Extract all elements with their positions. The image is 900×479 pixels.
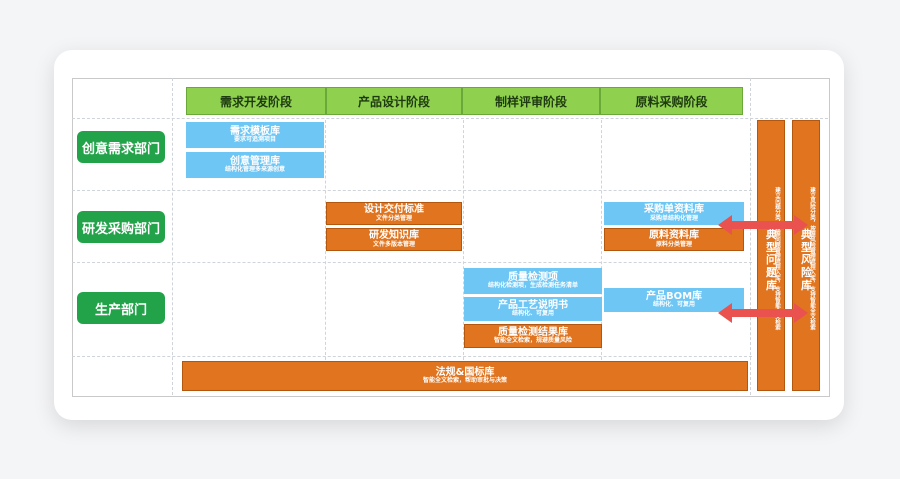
box-rd-knowledge: 研发知识库 文件多版本管理 — [326, 228, 462, 251]
double-arrow-icon — [718, 303, 808, 323]
box-subtitle: 采购单结构化管理 — [649, 214, 698, 222]
box-regulations: 法规&国标库 智能全文检索，帮助审批与决策 — [182, 361, 748, 391]
box-requirement-template: 需求模板库 要求可追溯项目 — [186, 122, 324, 148]
grid-line — [72, 118, 828, 119]
grid-line — [750, 78, 751, 395]
box-subtitle: 结构化检测项，生成检测任务清单 — [487, 282, 578, 290]
grid-line — [172, 78, 173, 395]
box-design-standard: 设计交付标准 文件分类管理 — [326, 202, 462, 225]
grid-line — [463, 120, 464, 360]
box-subtitle: 智能全文检索，帮助审批与决策 — [422, 377, 507, 385]
grid-line — [325, 120, 326, 360]
column-note: 建立风险分类，按照风险管理流程入库，支持智能全文检索 — [809, 187, 816, 330]
box-subtitle: 结构化、可复用 — [511, 310, 554, 318]
box-title: 创意管理库 — [230, 155, 280, 167]
column-title: 典型问题库 — [766, 228, 777, 292]
box-title: 设计交付标准 — [364, 204, 424, 216]
box-subtitle: 原料分类管理 — [655, 240, 692, 248]
box-subtitle: 结构化管理多来源创意 — [224, 166, 285, 174]
dept-production: 生产部门 — [77, 292, 165, 324]
box-material: 原料资料库 原料分类管理 — [604, 228, 744, 251]
grid-line — [72, 190, 752, 191]
box-product-bom: 产品BOM库 结构化、可复用 — [604, 288, 744, 312]
grid-line — [601, 120, 602, 360]
stage-header-material-purchase: 原料采购阶段 — [600, 87, 743, 115]
box-title: 产品BOM库 — [645, 290, 703, 302]
box-subtitle: 文件分类管理 — [375, 214, 412, 222]
box-quality-items: 质量检测项 结构化检测项，生成检测任务清单 — [464, 268, 602, 294]
stage-header-requirement: 需求开发阶段 — [186, 87, 326, 115]
double-arrow-icon — [718, 215, 808, 235]
box-subtitle: 智能全文检索，规避质量风险 — [493, 337, 572, 345]
grid-line — [72, 262, 752, 263]
box-subtitle: 要求可追溯项目 — [233, 136, 276, 144]
box-process-manual: 产品工艺说明书 结构化、可复用 — [464, 297, 602, 321]
box-subtitle: 文件多版本管理 — [372, 240, 415, 248]
box-title: 法规&国标库 — [435, 366, 495, 378]
box-quality-results: 质量检测结果库 智能全文检索，规避质量风险 — [464, 324, 602, 348]
box-title: 采购单资料库 — [644, 204, 704, 216]
dept-rd-purchase: 研发采购部门 — [77, 211, 165, 243]
column-note: 建立问题分类，按照问题管理流程入库，支持智能全文检索 — [774, 187, 781, 330]
box-title: 研发知识库 — [369, 230, 419, 242]
stage-header-sample-review: 制样评审阶段 — [462, 87, 600, 115]
box-title: 质量检测结果库 — [498, 326, 568, 338]
dept-creative-demand: 创意需求部门 — [77, 131, 165, 163]
column-title: 典型风险库 — [801, 228, 812, 292]
column-typical-risks: 典型风险库 建立风险分类，按照风险管理流程入库，支持智能全文检索 — [792, 120, 820, 391]
box-idea-management: 创意管理库 结构化管理多来源创意 — [186, 152, 324, 178]
box-title: 需求模板库 — [230, 125, 280, 137]
box-title: 产品工艺说明书 — [498, 299, 568, 311]
box-title: 质量检测项 — [508, 271, 558, 283]
stage-header-design: 产品设计阶段 — [326, 87, 462, 115]
column-typical-problems: 典型问题库 建立问题分类，按照问题管理流程入库，支持智能全文检索 — [757, 120, 785, 391]
box-purchase-order: 采购单资料库 采购单结构化管理 — [604, 202, 744, 225]
box-subtitle: 结构化、可复用 — [652, 301, 695, 309]
grid-line — [72, 356, 752, 357]
box-title: 原料资料库 — [649, 230, 699, 242]
